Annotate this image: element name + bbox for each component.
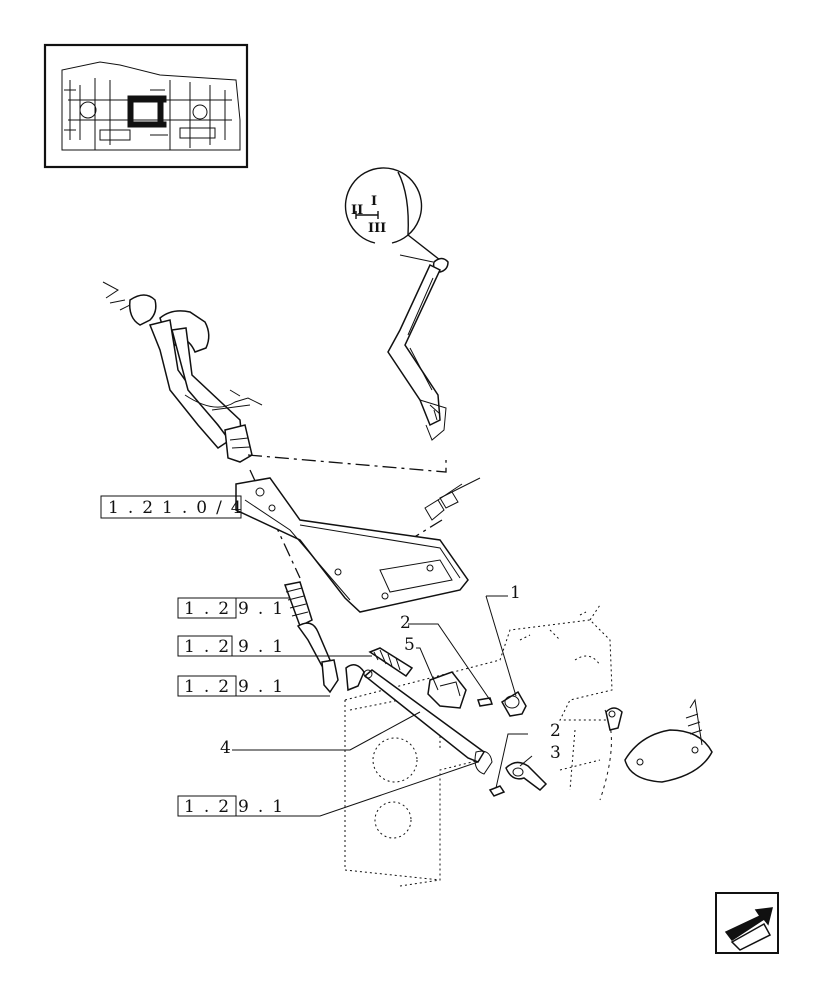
gearbox-casing — [344, 604, 613, 887]
lever-fork-part-3 — [474, 750, 548, 797]
callout-4: 4 — [220, 738, 231, 758]
gear-pos-left: II — [351, 203, 363, 218]
reference-box-5[interactable]: 1.29.1 — [177, 761, 479, 817]
reference-box-3[interactable]: 1.29.1 — [177, 635, 372, 657]
reference-box-4[interactable]: 1.29.1 — [177, 675, 330, 697]
next-page-arrow-icon[interactable] — [715, 892, 779, 954]
reference-box-1[interactable]: 1.21.0/4 — [100, 495, 251, 519]
reference-box-2[interactable]: 1.29.1 — [177, 597, 292, 619]
shift-rod — [363, 669, 485, 763]
callout-2-upper: 2 — [400, 613, 411, 633]
gear-pos-bottom: III — [368, 221, 386, 236]
reference-text: 1.29.1 — [184, 637, 292, 657]
reference-text: 1.29.1 — [184, 677, 292, 697]
selector-block-part-5 — [427, 671, 493, 709]
callout-5: 5 — [404, 635, 415, 655]
cover-plate — [605, 698, 713, 783]
gear-pos-right: I — [371, 194, 377, 209]
callout-1: 1 — [510, 583, 521, 603]
reference-text: 1.21.0/4 — [108, 498, 251, 518]
callout-leaders — [232, 595, 533, 789]
callout-2-lower: 2 — [550, 721, 561, 741]
reference-text: 1.29.1 — [184, 797, 292, 817]
transmission-thumbnail — [43, 43, 249, 169]
lever-housing — [235, 477, 481, 613]
callout-3: 3 — [550, 743, 561, 763]
gear-lever — [387, 257, 449, 441]
sleeve-part-1 — [500, 690, 527, 717]
reference-text: 1.29.1 — [184, 599, 292, 619]
range-lever-assembly — [102, 281, 263, 463]
gear-pattern-diagram: II I III — [344, 167, 441, 263]
spring-and-rod — [283, 581, 414, 694]
